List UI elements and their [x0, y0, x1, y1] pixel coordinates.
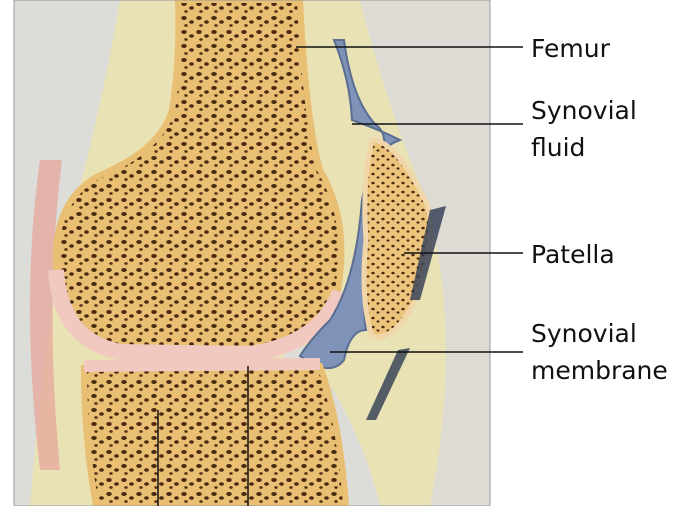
tibial-cartilage [84, 364, 320, 366]
synovial-fluid-label-line2: fluid [531, 133, 585, 163]
tibia [84, 366, 346, 506]
synovial-fluid-label-line1: Synovial [531, 96, 637, 126]
patella-label: Patella [531, 240, 615, 270]
synovial-membrane-label-line1: Synovial [531, 319, 637, 349]
femur-label: Femur [531, 34, 610, 64]
synovial-membrane-label-line2: membrane [531, 356, 668, 386]
